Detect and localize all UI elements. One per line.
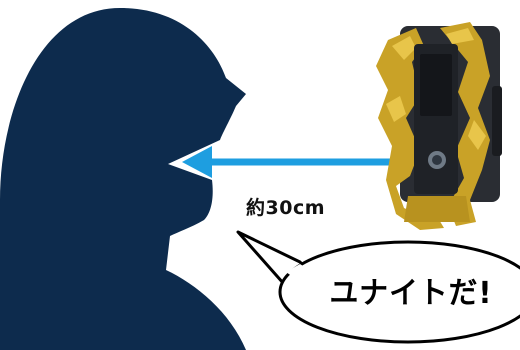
person-silhouette-icon — [0, 8, 246, 350]
distance-label: 約30cm — [246, 197, 326, 219]
transformation-device-icon — [376, 22, 502, 230]
speech-bubble-icon — [236, 230, 520, 344]
speech-text: ユナイトだ! — [329, 276, 493, 311]
